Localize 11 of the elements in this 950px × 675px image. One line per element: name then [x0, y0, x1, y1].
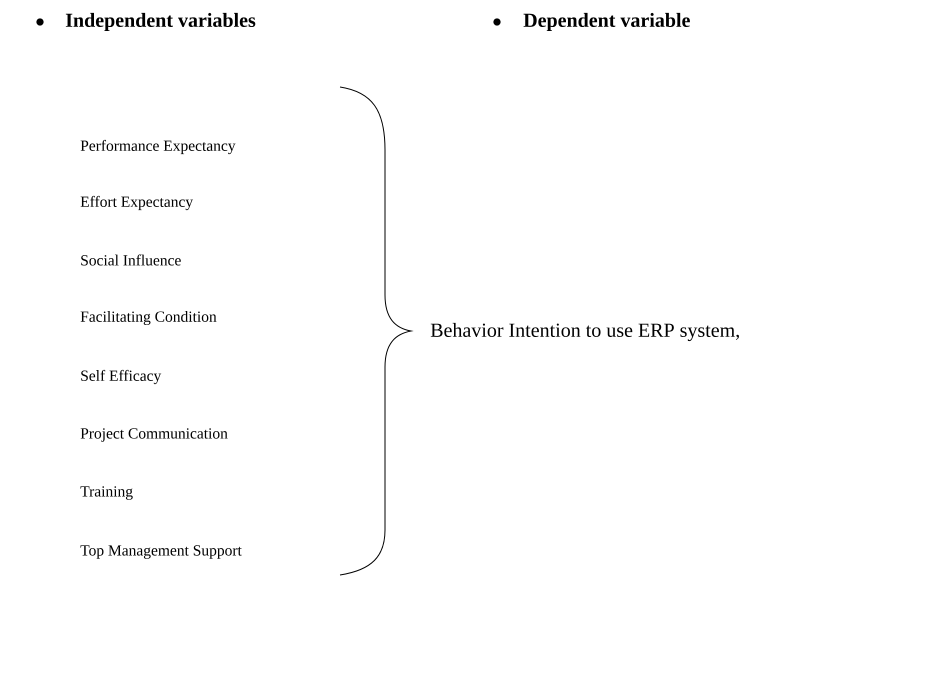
variable-label: Facilitating Condition [80, 310, 216, 326]
variable-label: Top Management Support [80, 545, 242, 559]
variable-label: Training [80, 486, 133, 500]
outcome-label: Behavior Intention to use ERP system, [430, 322, 739, 342]
variable-label: Social Influence [81, 254, 181, 266]
column-heading: Independent variables [66, 12, 256, 32]
column-heading: Dependent variable [524, 12, 690, 32]
variable-label: Self Efficacy [81, 370, 162, 384]
variable-label: Effort Expectancy [80, 196, 194, 210]
variable-label: Performance Expectancy [80, 140, 236, 154]
variable-label: Project Communication [80, 428, 228, 442]
